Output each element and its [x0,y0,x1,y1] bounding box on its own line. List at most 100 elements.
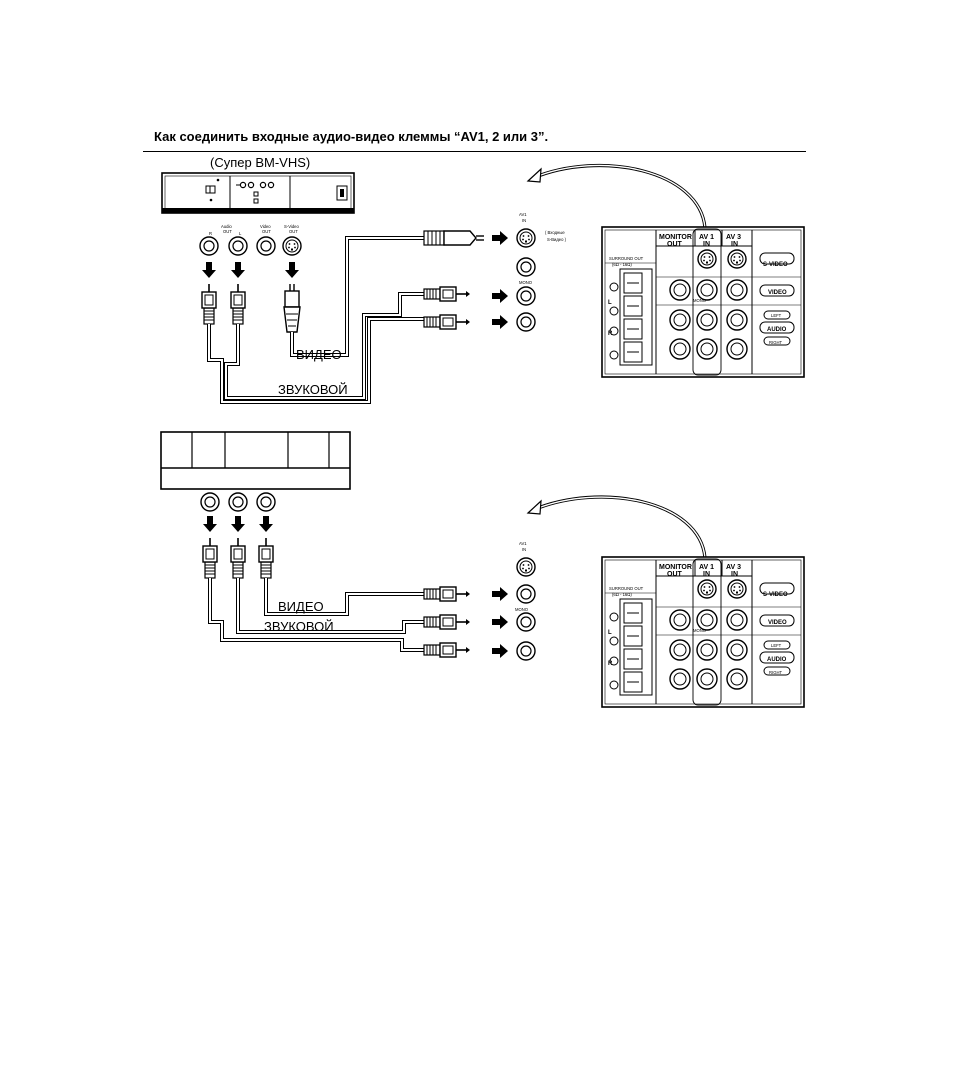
diagram-2: ВИДЕО ЗВУКОВОЙ AV1 IN MONO MONITOR OUT A… [160,431,804,707]
rca-plug-r [201,283,217,325]
panel-av3-in: AV 3 [726,234,741,241]
panel2-av1-in: AV 1 [699,564,714,571]
arrow-down-icon [203,516,217,532]
vcr-label: (Супер ВМ-VHS) [210,155,310,170]
panel2-btn-svideo: S-VIDEO [763,592,788,598]
input-audio-r-jack [516,312,536,332]
panel-monitor-out-2: OUT [667,241,683,248]
panel-mono: MONO [693,298,707,303]
source-device [160,431,351,490]
vcr-jack-video [256,236,276,256]
panel-btn-video: VIDEO [768,290,787,296]
panel2-av3-in-2: IN [731,571,738,578]
cable-video-label: ВИДЕО [296,347,342,362]
label-audio-out: Audio [221,224,232,229]
panel-r-mark: R [608,331,613,337]
panel-av1-in: AV 1 [699,234,714,241]
av1-in-label-b: AV1 [519,541,527,546]
rca-plug-l [230,283,246,325]
vcr-jack-l [228,236,248,256]
panel2-btn-video: VIDEO [768,620,787,626]
label-jack-l: L [239,231,242,236]
cables-1 [207,236,425,404]
arrow-right-icon [492,644,508,658]
panel2-l-mark: L [608,630,612,636]
panel-monitor-out: MONITOR [659,234,692,241]
source-jack-2 [228,492,248,512]
label-video-out: Video [260,224,271,229]
panel-l-mark: L [608,300,612,306]
label-svideo-out-2: OUT [289,229,298,234]
arrow-right-icon [492,587,508,601]
panel-surround-2: (6Ω - 16Ω) [612,262,632,267]
rca-plug-src-1 [202,537,218,579]
panel2-monitor-out-2: OUT [667,571,683,578]
panel2-mono: MONO [693,628,707,633]
panel2-monitor-out: MONITOR [659,564,692,571]
rca-plug-right-l [423,286,471,302]
mono-label-2: MONO [515,607,529,612]
vcr-jack-svideo [282,236,302,256]
panel2-btn-left: LEFT [771,643,782,648]
source-jack-1 [200,492,220,512]
panel2-av1-in-2: IN [703,571,710,578]
page-title: Как соединить входные аудио-видео клеммы… [154,129,549,144]
input-svideo-jack [516,228,536,248]
panel-av1-in-2: IN [703,241,710,248]
rca-plug-right-r [423,314,471,330]
label-svideo-out: S-Video [284,224,299,229]
label-jack-r: R [209,231,212,236]
input2-svideo-jack [516,557,536,577]
panel2-btn-audio: AUDIO [767,657,787,663]
av1-in-label-b2: IN [522,547,526,552]
av1-in-label: AV1 [519,212,527,217]
input2-audio-r-jack [516,641,536,661]
arrow-right-icon [492,231,508,245]
vcr-device [161,172,355,214]
svideo-in-note: ( Входные [545,230,565,235]
arrow-right-icon [492,615,508,629]
source-jack-3 [256,492,276,512]
cable2-video-label: ВИДЕО [278,599,324,614]
label-audio-out-2: OUT [223,229,232,234]
svideo-plug [283,284,301,333]
input-video-jack [516,257,536,277]
vcr-jack-r [199,236,219,256]
cable-audio-label: ЗВУКОВОЙ [278,382,348,397]
panel-btn-audio: AUDIO [767,327,787,333]
arrow-right-icon [492,289,508,303]
arrow-down-icon [285,262,299,278]
panel-btn-right: RIGHT [769,340,782,345]
curved-arrow-icon [532,163,707,229]
cable2-audio-label: ЗВУКОВОЙ [264,619,334,634]
svideo-plug-right [423,230,484,246]
panel2-btn-right: RIGHT [769,670,782,675]
panel2-r-mark: R [608,661,613,667]
panel2-av3-in: AV 3 [726,564,741,571]
rca-plug2-audio-r [423,642,471,658]
panel-surround: SURROUND OUT [609,256,644,261]
mono-label: MONO [519,280,533,285]
arrow-down-icon [231,516,245,532]
label-video-out-2: OUT [262,229,271,234]
input-audio-l-jack [516,286,536,306]
arrow-down-icon [231,262,245,278]
rca-plug-src-2 [230,537,246,579]
curved-arrow-icon [532,495,707,559]
arrow-down-icon [259,516,273,532]
rca-plug2-video [423,586,471,602]
panel-av3-in-2: IN [731,241,738,248]
panel2-surround: SURROUND OUT [609,586,644,591]
av1-in-label-2: IN [522,218,526,223]
panel2-surround-2: (6Ω - 16Ω) [612,592,632,597]
rca-plug2-audio-l [423,614,471,630]
rca-plug-src-3 [258,537,274,579]
svideo-in-note-2: S-Видео ) [547,237,567,242]
input2-audio-l-jack [516,612,536,632]
arrow-down-icon [202,262,216,278]
panel-btn-svideo: S-VIDEO [763,262,788,268]
input2-video-jack [516,584,536,604]
title-divider [143,151,806,152]
arrow-right-icon [492,315,508,329]
cables-2 [208,578,425,652]
